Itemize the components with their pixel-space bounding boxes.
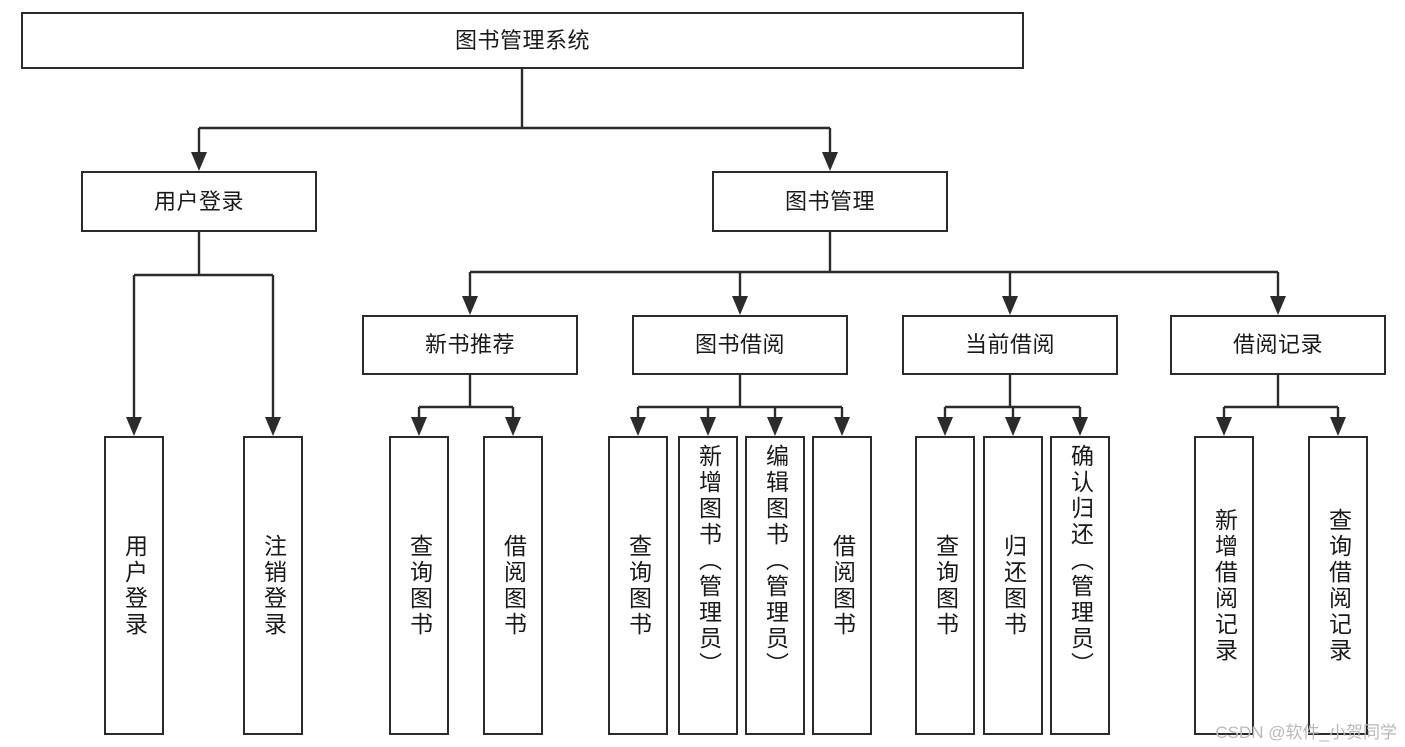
node-borrow-records[interactable]: 借阅记录: [1170, 315, 1386, 375]
node-root-system[interactable]: 图书管理系统: [21, 12, 1024, 69]
node-label: 确认归还（管理员）: [1067, 444, 1094, 678]
node-label: 借阅记录: [1232, 332, 1323, 358]
node-label: 归还图书: [1000, 533, 1027, 638]
leaf-logout[interactable]: 注销登录: [243, 436, 303, 735]
node-new-book-recommend[interactable]: 新书推荐: [362, 315, 578, 375]
leaf-query-borrow-record[interactable]: 查询借阅记录: [1308, 436, 1368, 735]
arrowhead-bw-leaf4: [834, 417, 850, 436]
arrowhead-new-book: [462, 296, 478, 315]
leaf-confirm-return-admin[interactable]: 确认归还（管理员）: [1050, 436, 1110, 735]
node-label: 用户登录: [153, 188, 244, 214]
arrowhead-nb-leaf2: [505, 417, 521, 436]
node-book-borrow[interactable]: 图书借阅: [632, 315, 848, 375]
node-current-borrow[interactable]: 当前借阅: [902, 315, 1118, 375]
arrowhead-user-login: [191, 152, 207, 171]
arrowhead-borrow: [732, 296, 748, 315]
leaf-add-borrow-record[interactable]: 新增借阅记录: [1194, 436, 1254, 735]
arrowhead-bw-leaf1: [630, 417, 646, 436]
node-label: 查询图书: [406, 533, 433, 638]
csdn-watermark: CSDN @软件_小贺同学: [1215, 723, 1397, 742]
arrowhead-cb-leaf1: [937, 417, 953, 436]
arrowhead-records: [1270, 296, 1286, 315]
leaf-query-book-recommend[interactable]: 查询图书: [389, 436, 449, 735]
arrowhead-cb-leaf3: [1072, 417, 1088, 436]
arrowhead-cb-leaf2: [1005, 417, 1021, 436]
node-label: 新书推荐: [424, 332, 515, 358]
arrowhead-rc-leaf1: [1216, 417, 1232, 436]
arrowhead-leaf-logout: [265, 417, 281, 436]
node-label: 借阅图书: [829, 533, 856, 638]
leaf-add-book-admin[interactable]: 新增图书（管理员）: [678, 436, 738, 735]
leaf-borrow-book[interactable]: 借阅图书: [812, 436, 872, 735]
leaf-borrow-book-recommend[interactable]: 借阅图书: [483, 436, 543, 735]
node-label: 用户登录: [121, 533, 148, 638]
node-label: 借阅图书: [500, 533, 527, 638]
arrowhead-rc-leaf2: [1330, 417, 1346, 436]
arrowhead-bw-leaf3: [767, 417, 783, 436]
node-label: 编辑图书（管理员）: [762, 444, 789, 678]
leaf-query-book-borrow[interactable]: 查询图书: [608, 436, 668, 735]
node-label: 查询图书: [932, 533, 959, 638]
node-label: 查询图书: [625, 533, 652, 638]
arrowhead-leaf-user-login: [126, 417, 142, 436]
node-book-management[interactable]: 图书管理: [712, 171, 948, 232]
arrowhead-bw-leaf2: [700, 417, 716, 436]
node-label: 图书管理: [784, 188, 875, 214]
leaf-edit-book-admin[interactable]: 编辑图书（管理员）: [745, 436, 805, 735]
node-label: 当前借阅: [964, 332, 1055, 358]
node-label: 新增借阅记录: [1211, 507, 1238, 664]
node-label: 注销登录: [260, 533, 287, 638]
arrowhead-current-borrow: [1002, 296, 1018, 315]
node-label: 查询借阅记录: [1325, 507, 1352, 664]
leaf-user-login[interactable]: 用户登录: [104, 436, 164, 735]
leaf-query-book-current[interactable]: 查询图书: [915, 436, 975, 735]
node-label: 新增图书（管理员）: [695, 444, 722, 678]
node-label: 图书借阅: [694, 332, 785, 358]
arrowhead-book-manage: [822, 152, 838, 171]
leaf-return-book[interactable]: 归还图书: [983, 436, 1043, 735]
node-user-login[interactable]: 用户登录: [81, 171, 317, 232]
arrowhead-nb-leaf1: [411, 417, 427, 436]
node-label: 图书管理系统: [454, 27, 590, 53]
